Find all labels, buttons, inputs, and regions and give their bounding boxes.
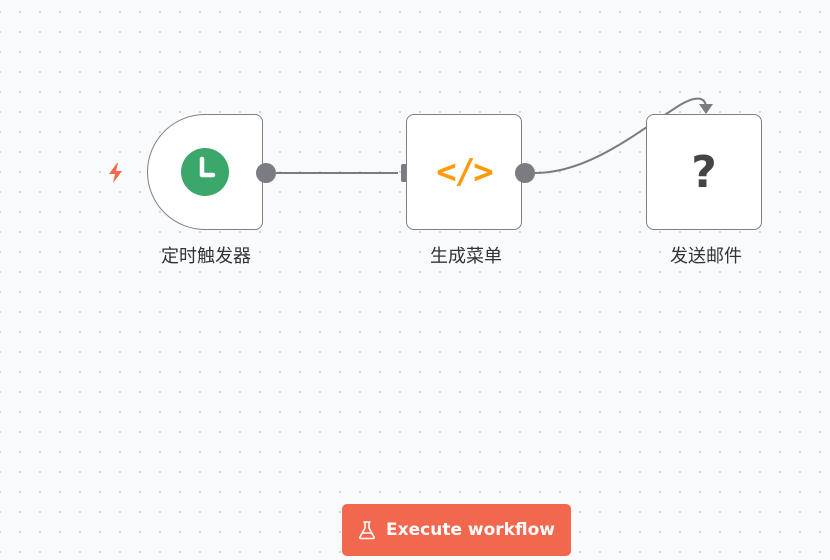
code-icon: </> [436, 152, 493, 192]
node-code[interactable]: </> [406, 114, 522, 230]
node-schedule-trigger[interactable] [147, 114, 263, 230]
node-send-email[interactable]: ? [646, 114, 762, 230]
node-label-schedule: 定时触发器 [161, 246, 251, 267]
input-handle-code[interactable] [401, 164, 410, 182]
execute-workflow-button[interactable]: Execute workflow [342, 504, 571, 556]
question-icon: ? [691, 146, 717, 198]
output-handle-code[interactable] [515, 163, 535, 183]
flask-icon [359, 521, 375, 540]
clock-icon [181, 148, 229, 196]
node-label-code: 生成菜单 [430, 246, 502, 267]
execute-workflow-label: Execute workflow [386, 520, 555, 540]
output-handle-schedule[interactable] [256, 163, 276, 183]
trigger-bolt-icon [109, 163, 122, 183]
node-label-email: 发送邮件 [670, 246, 742, 267]
connection-arrowhead [699, 104, 713, 114]
